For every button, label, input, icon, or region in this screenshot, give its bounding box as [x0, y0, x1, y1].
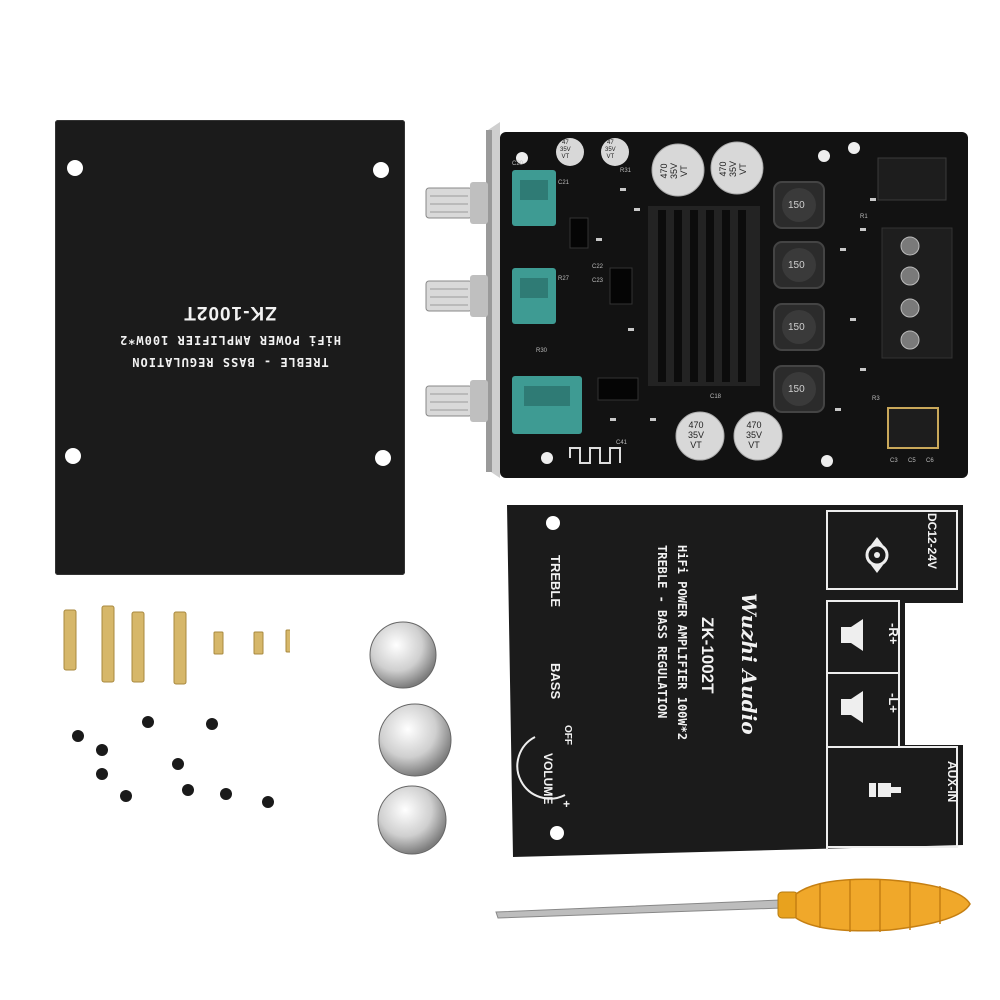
left-speaker-label: -L+: [886, 693, 901, 713]
inductor-label: 150: [788, 322, 805, 333]
silk-label: R27: [558, 276, 570, 282]
inductor-label: 150: [788, 200, 805, 211]
silk-label: C23: [592, 278, 604, 284]
mount-hole: [373, 162, 389, 178]
off-label: OFF: [562, 725, 573, 745]
amplifier-board-graphic: [425, 122, 968, 478]
mount-hole: [375, 450, 391, 466]
mount-hole: [67, 160, 83, 176]
silk-label: C22: [592, 264, 604, 270]
silk-label: C5: [908, 458, 916, 464]
aux-in-label: AUX-IN: [945, 761, 959, 803]
brand-logo: Wuzhi Audio: [737, 593, 761, 735]
silk-label: C20: [512, 161, 524, 167]
standoffs-and-screws: [63, 605, 290, 808]
dc-power-icon: [857, 535, 897, 575]
inductor-label: 150: [788, 260, 805, 271]
speaker-left-icon: [835, 689, 865, 725]
aux-jack-icon: [867, 775, 903, 805]
right-speaker-label: -R+: [886, 623, 901, 645]
back-panel-model: ZK-1002T: [183, 302, 277, 323]
silk-label: C21: [558, 180, 570, 186]
silk-label: R1: [860, 214, 868, 220]
back-panel-line2: TREBLE - BASS REGULATION: [131, 355, 329, 369]
screwdriver: [495, 878, 971, 932]
silk-label: C3: [890, 458, 898, 464]
volume-plus-label: +: [563, 797, 571, 811]
mount-hole: [65, 448, 81, 464]
silk-label: C41: [616, 440, 628, 446]
front-line1-label: HiFi POWER AMPLIFIER 100W*2: [675, 545, 689, 741]
inductor-label: 150: [788, 384, 805, 395]
front-panel-plate: [507, 505, 963, 857]
silk-label: R30: [536, 348, 548, 354]
knob-set: [369, 621, 452, 855]
front-model-label: ZK-1002T: [698, 617, 717, 694]
front-panel: DC12-24V -R+ -L+ AUX-IN Wuzhi Audio ZK-1…: [505, 505, 965, 860]
back-panel-line1: HiFi POWER AMPLIFIER 100W*2: [118, 333, 342, 347]
silk-label: C18: [710, 394, 722, 400]
back-panel-text: TREBLE - BASS REGULATION HiFi POWER AMPL…: [119, 301, 341, 369]
front-line2-label: TREBLE - BASS REGULATION: [655, 545, 669, 719]
speaker-right-icon: [835, 617, 865, 653]
bass-label: BASS: [548, 663, 563, 700]
dc-input-label: DC12-24V: [925, 513, 939, 570]
silk-label: R31: [620, 168, 632, 174]
volume-label: VOLUME: [541, 753, 555, 805]
silk-label: C6: [926, 458, 934, 464]
treble-label: TREBLE: [548, 555, 563, 607]
silk-label: R3: [872, 396, 880, 402]
back-panel-plate: TREBLE - BASS REGULATION HiFi POWER AMPL…: [55, 120, 405, 575]
